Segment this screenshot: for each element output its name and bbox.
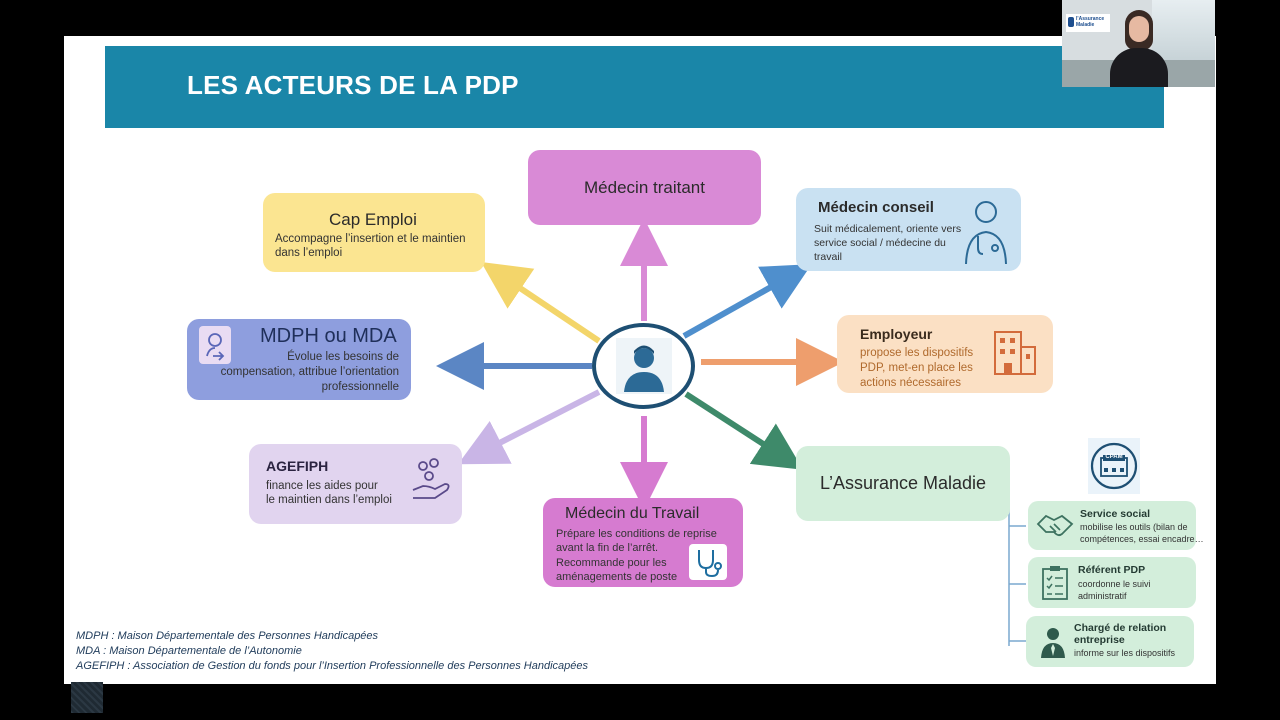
sub-service-desc: informe sur les dispositifs (1074, 648, 1176, 658)
actor-desc: finance les aides pour (266, 480, 378, 492)
arrow-agefiph (457, 389, 601, 465)
footnote: MDPH : Maison Départementale des Personn… (76, 630, 379, 642)
actor-assurance-maladie: L’Assurance Maladie (796, 446, 1010, 521)
sub-service-desc: coordonne le suivi (1078, 579, 1151, 589)
actor-desc: Prépare les conditions de reprise (556, 528, 717, 540)
sub-services-bracket (1008, 486, 1026, 646)
actor-desc: aménagements de poste (556, 571, 678, 583)
actor-desc: professionnelle (321, 381, 399, 393)
actor-title: Médecin traitant (584, 178, 705, 197)
actor-mdph: MDPH ou MDA Évolue les besoins de compen… (187, 319, 411, 400)
doctor-icon (965, 201, 1007, 265)
logo-line-2: Maladie (1076, 22, 1095, 28)
arrow-assurance-maladie (684, 391, 804, 470)
actor-desc: dans l’emploi (275, 247, 343, 259)
slide-title: LES ACTEURS DE LA PDP (187, 70, 519, 100)
actor-medecin-traitant: Médecin traitant (528, 150, 761, 225)
actor-title: Médecin conseil (818, 199, 934, 216)
actor-medecin-conseil: Médecin conseil Suit médicalement, orien… (796, 188, 1021, 271)
logo-line-1: l'Assurance (1076, 16, 1105, 22)
checklist-icon (1042, 566, 1068, 600)
actor-desc: actions nécessaires (860, 377, 961, 389)
sub-service-charge-relation: Chargé de relation entreprise informe su… (1026, 616, 1194, 667)
actor-desc: Évolue les besoins de (287, 351, 399, 363)
actor-desc: travail (814, 251, 843, 263)
cpam-building-icon (1090, 442, 1138, 490)
person-icon (616, 338, 672, 394)
actor-agefiph: AGEFIPH finance les aides pour le mainti… (249, 444, 462, 524)
actor-title: Cap Emploi (329, 210, 417, 229)
actor-title: MDPH ou MDA (260, 325, 397, 347)
sub-service-referent-pdp: Référent PDP coordonne le suivi administ… (1028, 557, 1196, 608)
sub-service-title: Chargé de relation (1074, 622, 1167, 634)
sub-service-desc: compétences, essai encadre… (1080, 534, 1204, 544)
actor-desc: avant la fin de l’arrêt. (556, 542, 659, 554)
slide: LES ACTEURS DE LA PDP (64, 36, 1216, 684)
actor-desc: service social / médecine du (814, 237, 946, 249)
sub-service-title: Service social (1080, 508, 1151, 520)
building-icon (994, 331, 1036, 375)
sub-service-desc: administratif (1078, 591, 1127, 601)
handshake-icon (1036, 514, 1074, 537)
title-banner: LES ACTEURS DE LA PDP (105, 46, 1164, 128)
actor-desc: le maintien dans l’emploi (266, 494, 392, 506)
sub-service-title: Référent PDP (1078, 564, 1146, 576)
sub-service-desc: mobilise les outils (bilan de (1080, 522, 1188, 532)
cpam-label: CPAM (1105, 454, 1123, 460)
webcam-logo: l'Assurance Maladie (1066, 14, 1110, 32)
stethoscope-icon (689, 544, 727, 580)
arrow-cap-emploi (481, 261, 601, 344)
corner-thumbnail (71, 682, 103, 713)
webcam-video[interactable]: l'Assurance Maladie (1062, 0, 1215, 87)
actor-desc: compensation, attribue l’orientation (220, 366, 399, 378)
actor-title: Médecin du Travail (565, 505, 700, 522)
actor-desc: PDP, met-en place les (860, 362, 973, 374)
actor-title: Employeur (860, 326, 933, 342)
businessman-icon (1041, 628, 1065, 658)
actor-medecin-travail: Médecin du Travail Prépare les condition… (543, 498, 743, 587)
arrow-medecin-conseil (682, 264, 812, 339)
sub-service-title-2: entreprise (1074, 634, 1125, 646)
center-person (592, 323, 695, 409)
actor-title: AGEFIPH (266, 458, 329, 474)
hand-coins-icon (412, 458, 450, 499)
actor-cap-emploi: Cap Emploi Accompagne l’insertion et le … (263, 193, 485, 272)
actor-employeur: Employeur propose les dispositifs PDP, m… (837, 315, 1053, 393)
sub-service-service-social: Service social mobilise les outils (bila… (1028, 501, 1204, 550)
actor-title: L’Assurance Maladie (819, 473, 987, 493)
connector-arrows (436, 218, 1026, 646)
actor-desc: Suit médicalement, oriente vers (814, 223, 962, 235)
cpam-icon-tile: CPAM (1088, 438, 1140, 494)
actor-desc: Accompagne l’insertion et le maintien (275, 233, 466, 245)
footnote: MDA : Maison Départementale de l’Autonom… (76, 645, 302, 657)
actor-desc: propose les dispositifs (860, 347, 974, 359)
presenter-avatar (1108, 8, 1168, 87)
footnote: AGEFIPH : Association de Gestion du fond… (76, 660, 588, 672)
actor-desc: Recommande pour les (556, 557, 667, 569)
person-arrow-icon (199, 326, 231, 364)
